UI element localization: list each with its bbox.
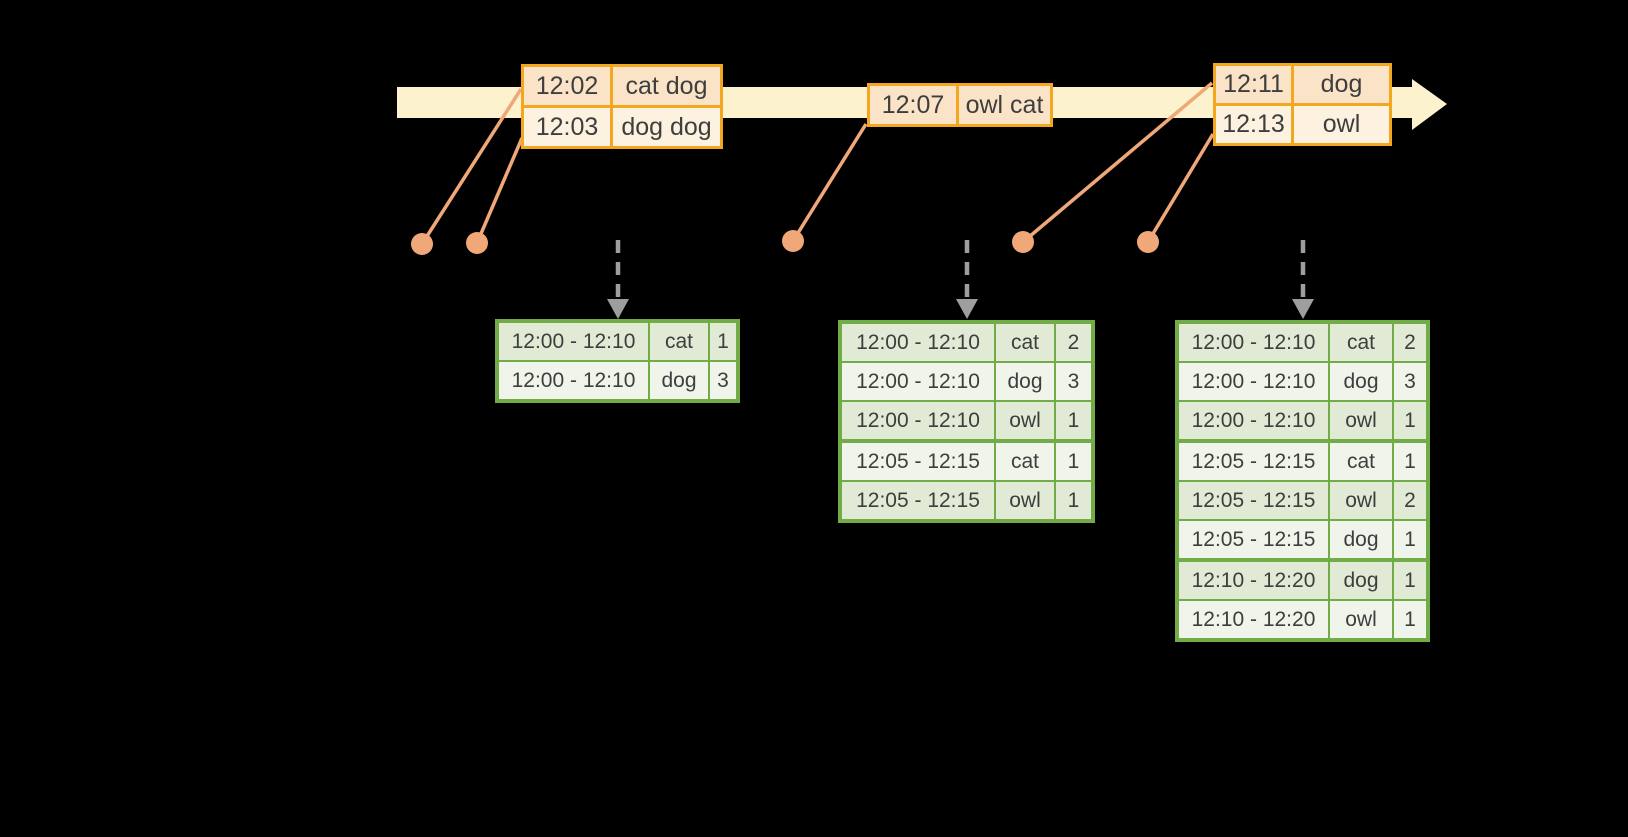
- event-pointer-line: [791, 123, 868, 242]
- event-pointer-line: [1021, 81, 1214, 244]
- count-cell: 1: [1054, 443, 1091, 480]
- count-cell: 2: [1392, 482, 1426, 519]
- trigger-arrowhead-icon: [607, 299, 629, 319]
- word-cell: cat: [648, 323, 708, 360]
- event-words-cell: owl cat: [956, 86, 1050, 124]
- word-cell: owl: [994, 402, 1054, 439]
- event-pointer-lines: [420, 81, 1215, 245]
- window-cell: 12:05 - 12:15: [1179, 482, 1328, 519]
- window-cell: 12:00 - 12:10: [842, 402, 994, 439]
- window-cell: 12:05 - 12:15: [842, 443, 994, 480]
- window-cell: 12:00 - 12:10: [499, 323, 648, 360]
- count-cell: 3: [1054, 363, 1091, 400]
- window-cell: 12:00 - 12:10: [1179, 363, 1328, 400]
- count-cell: 1: [1054, 402, 1091, 439]
- word-cell: owl: [1328, 482, 1392, 519]
- window-cell: 12:00 - 12:10: [499, 362, 648, 399]
- event-time-cell: 12:07: [870, 86, 956, 124]
- count-cell: 3: [708, 362, 736, 399]
- count-cell: 1: [1392, 521, 1426, 558]
- word-cell: owl: [994, 482, 1054, 519]
- word-cell: cat: [1328, 443, 1392, 480]
- trigger-arrowhead-icon: [1292, 299, 1314, 319]
- word-cell: dog: [1328, 363, 1392, 400]
- event-pointer-line: [475, 137, 524, 244]
- event-time-cell: 12:03: [524, 108, 610, 146]
- word-cell: dog: [1328, 562, 1392, 599]
- event-marker-dot: [466, 232, 488, 254]
- word-cell: dog: [1328, 521, 1392, 558]
- window-cell: 12:10 - 12:20: [1179, 562, 1328, 599]
- word-cell: dog: [994, 363, 1054, 400]
- count-cell: 1: [1392, 402, 1426, 439]
- count-cell: 1: [1392, 443, 1426, 480]
- event-words-cell: dog dog: [610, 108, 720, 146]
- event-words-cell: dog: [1291, 66, 1389, 103]
- count-cell: 1: [1054, 482, 1091, 519]
- window-cell: 12:00 - 12:10: [842, 324, 994, 361]
- event-words-cell: cat dog: [610, 67, 720, 105]
- word-cell: cat: [1328, 324, 1392, 361]
- window-cell: 12:05 - 12:15: [1179, 443, 1328, 480]
- event-marker-dot: [1137, 231, 1159, 253]
- word-cell: owl: [1328, 402, 1392, 439]
- count-cell: 1: [708, 323, 736, 360]
- window-cell: 12:05 - 12:15: [842, 482, 994, 519]
- word-cell: cat: [994, 324, 1054, 361]
- count-cell: 2: [1392, 324, 1426, 361]
- event-time-cell: 12:13: [1216, 106, 1291, 143]
- trigger-arrowhead-icon: [956, 299, 978, 319]
- timeline-arrowhead-icon: [1412, 79, 1447, 130]
- word-cell: cat: [994, 443, 1054, 480]
- event-marker-dots: [411, 230, 1159, 255]
- event-time-cell: 12:02: [524, 67, 610, 105]
- trigger-arrows: [607, 240, 1314, 319]
- word-cell: dog: [648, 362, 708, 399]
- event-words-cell: owl: [1291, 106, 1389, 143]
- window-cell: 12:00 - 12:10: [842, 363, 994, 400]
- event-marker-dot: [782, 230, 804, 252]
- window-cell: 12:10 - 12:20: [1179, 601, 1328, 638]
- window-cell: 12:00 - 12:10: [1179, 324, 1328, 361]
- count-cell: 3: [1392, 363, 1426, 400]
- count-cell: 1: [1392, 601, 1426, 638]
- event-pointer-line: [420, 88, 523, 245]
- window-cell: 12:00 - 12:10: [1179, 402, 1328, 439]
- word-cell: owl: [1328, 601, 1392, 638]
- event-marker-dot: [1012, 231, 1034, 253]
- event-pointer-line: [1146, 133, 1215, 243]
- count-cell: 1: [1392, 562, 1426, 599]
- event-marker-dot: [411, 233, 433, 255]
- count-cell: 2: [1054, 324, 1091, 361]
- event-time-cell: 12:11: [1216, 66, 1291, 103]
- window-cell: 12:05 - 12:15: [1179, 521, 1328, 558]
